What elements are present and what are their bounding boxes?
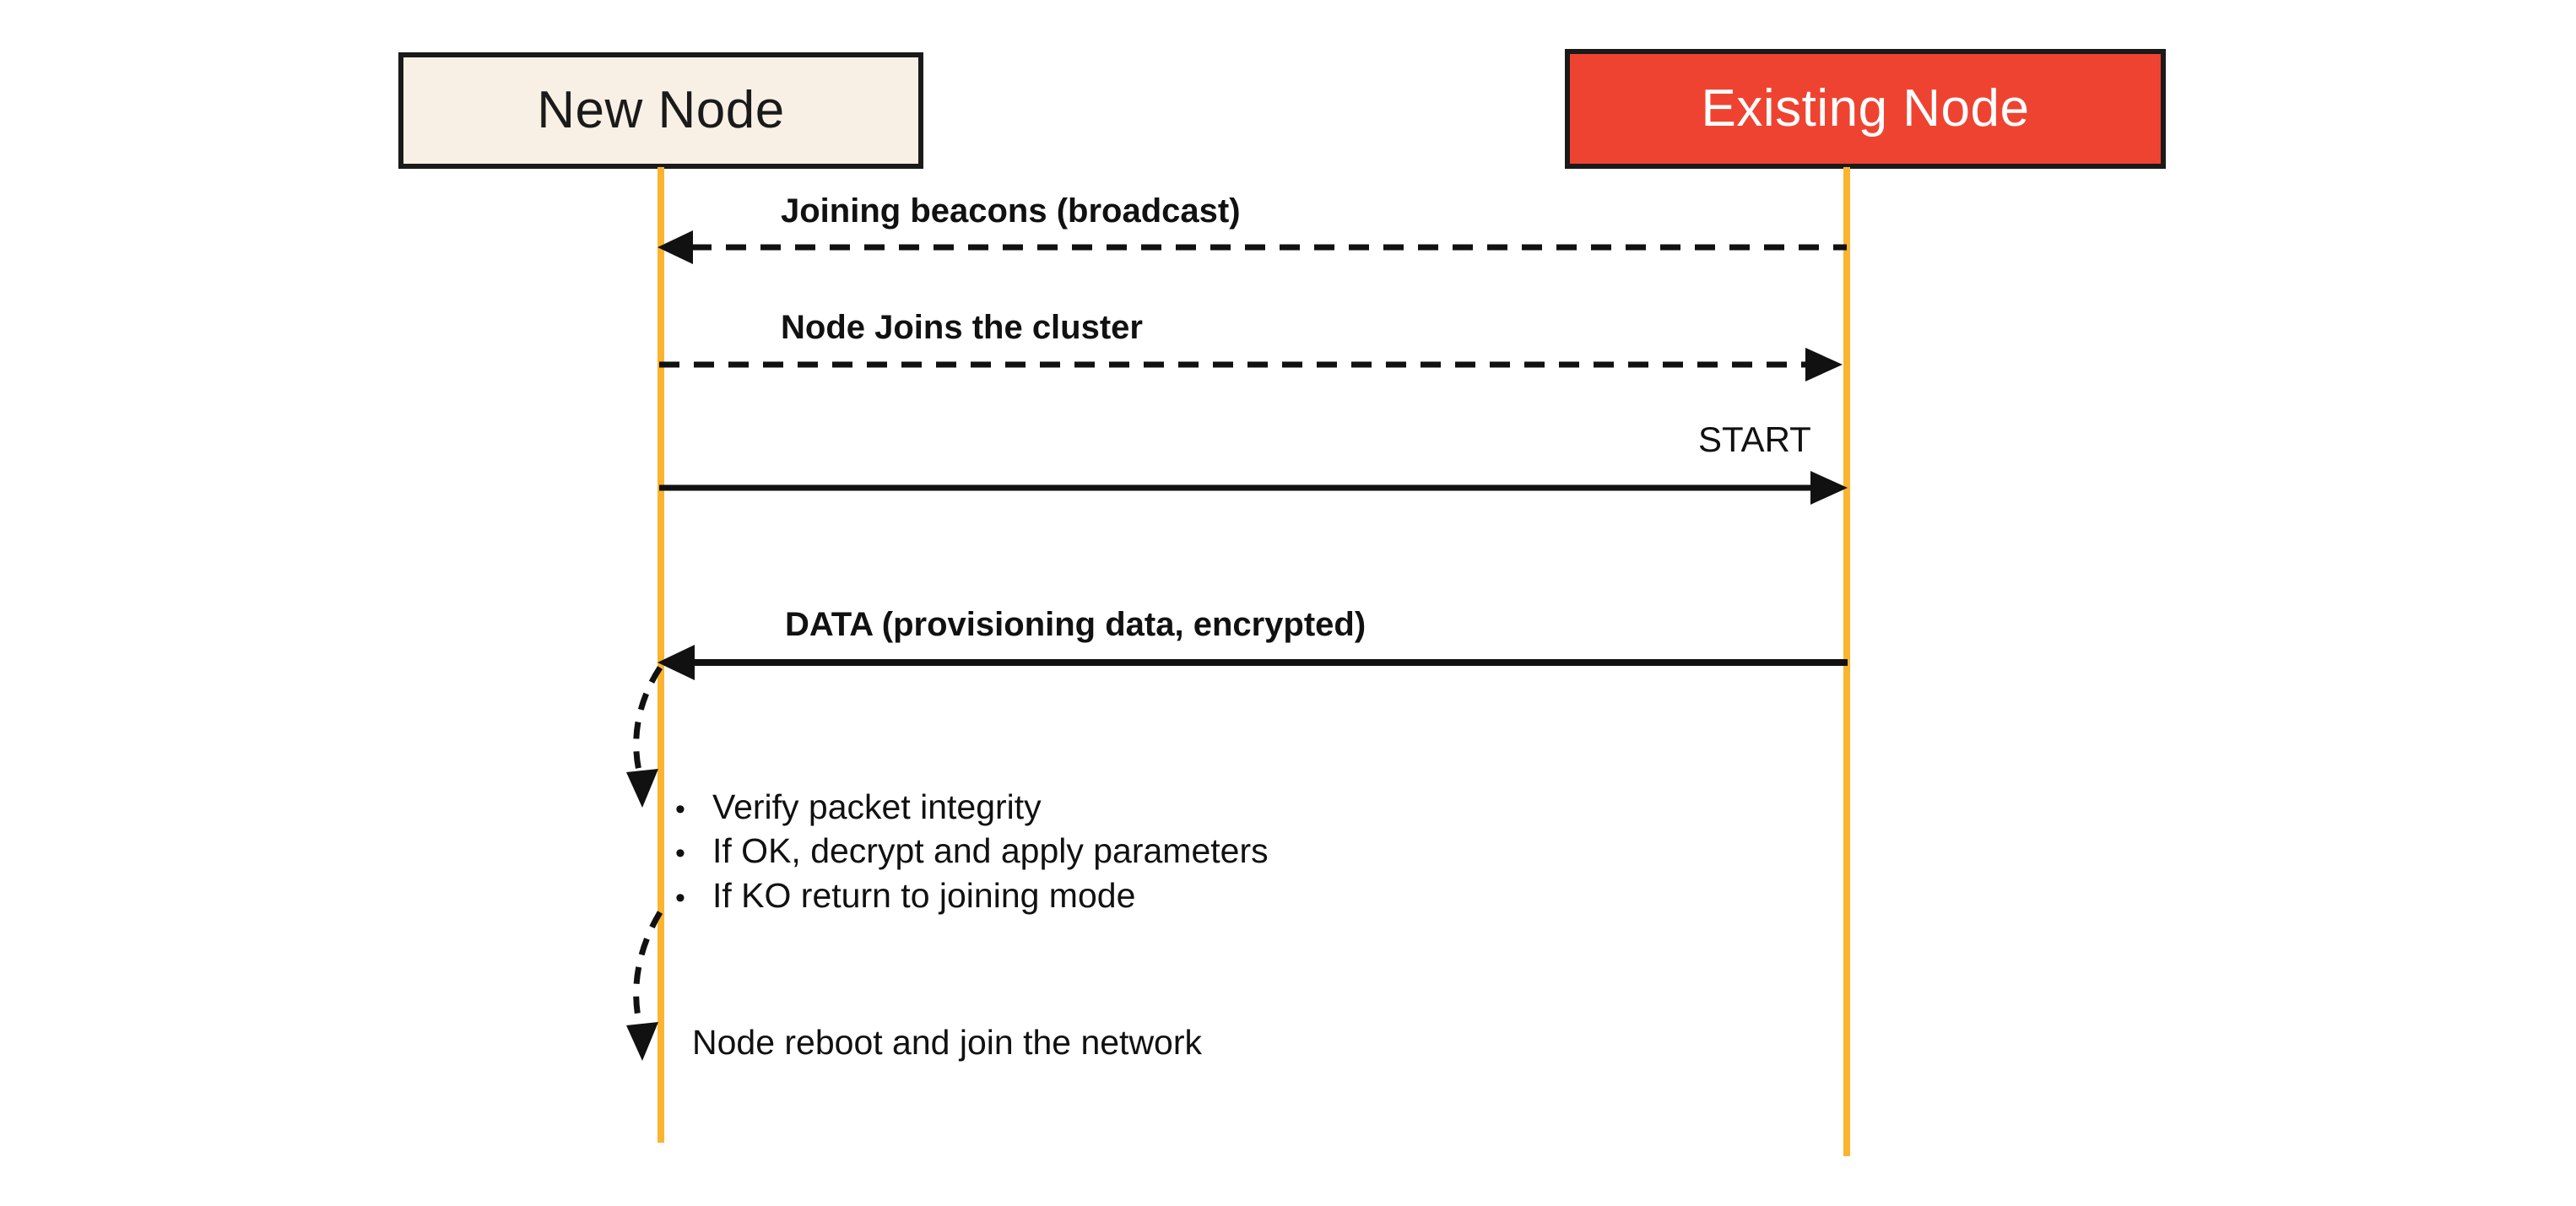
- note-new-node-processing: • Verify packet integrity • If OK, decry…: [675, 785, 1688, 917]
- lifeline-new-node: [658, 167, 664, 1143]
- self-action-arrow-reboot: [626, 911, 663, 1061]
- list-item: • Verify packet integrity: [675, 785, 1688, 829]
- message-label-node-joins-cluster: Node Joins the cluster: [781, 309, 1143, 346]
- message-arrow-start: [659, 471, 1848, 505]
- list-item-label: If OK, decrypt and apply parameters: [712, 831, 1269, 871]
- message-label-start: START: [1698, 419, 1811, 459]
- participant-box-existing-node[interactable]: Existing Node: [1565, 49, 2166, 169]
- message-arrow-node-joins-cluster: [659, 348, 1843, 381]
- participant-label-new-node: New Node: [537, 81, 785, 139]
- bullet-icon: •: [675, 881, 685, 914]
- participant-label-existing-node: Existing Node: [1701, 79, 2030, 138]
- self-action-arrow-process-data: [626, 666, 663, 808]
- list-item-label: If KO return to joining mode: [712, 875, 1136, 915]
- list-item: • If OK, decrypt and apply parameters: [675, 829, 1688, 873]
- list-item-label: Verify packet integrity: [712, 787, 1042, 826]
- list-item: • If KO return to joining mode: [675, 873, 1688, 917]
- bullet-icon: •: [675, 793, 685, 825]
- note-node-reboot: Node reboot and join the network: [692, 1023, 1203, 1062]
- bullet-icon: •: [675, 837, 685, 870]
- message-arrow-data-provisioning: [658, 645, 1848, 680]
- message-arrow-joining-beacons: [658, 230, 1847, 264]
- participant-box-new-node[interactable]: New Node: [398, 52, 923, 169]
- message-label-joining-beacons: Joining beacons (broadcast): [781, 192, 1241, 230]
- message-label-data-provisioning: DATA (provisioning data, encrypted): [785, 606, 1366, 643]
